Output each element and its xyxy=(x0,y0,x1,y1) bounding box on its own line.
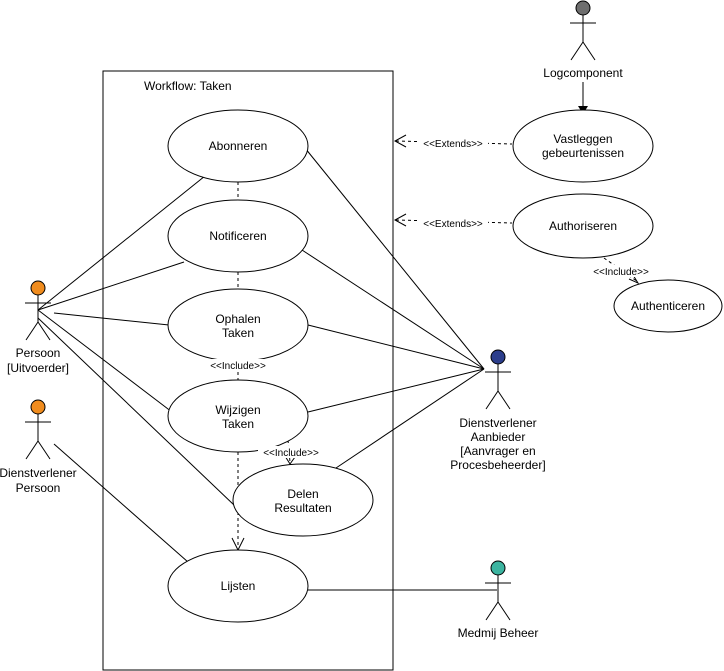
system-title: Workflow: Taken xyxy=(144,79,232,93)
usecase-abonneren: Abonneren xyxy=(167,109,309,183)
assoc-persoon-wijzigen xyxy=(37,309,173,413)
actor-persoon-head xyxy=(30,280,46,296)
actor-aanbieder-label-1: Dienstverlener xyxy=(459,416,536,430)
include-label-bg-wijzigen xyxy=(258,446,324,458)
include-label-bg-auth xyxy=(588,265,654,277)
extends-label-bg-1 xyxy=(418,137,488,149)
usecase-delen-label-2: Resultaten xyxy=(274,501,331,515)
include-label-wijzigen: <<Include>> xyxy=(263,448,319,459)
assoc-persoon-abonneren xyxy=(37,175,206,311)
usecase-delen-label-1: Delen xyxy=(287,487,318,501)
system-boundary xyxy=(102,70,394,671)
usecase-vastleggen: Vastleggen gebeurtenissen xyxy=(512,109,654,183)
actor-aanbieder-head xyxy=(490,349,506,365)
assoc-aanbieder-wijzigen xyxy=(307,368,485,413)
usecase-authoriseren: Authoriseren xyxy=(512,193,654,259)
actor-persoon-label-1: Persoon xyxy=(16,346,61,360)
assoc-aanbieder-delen xyxy=(335,368,485,469)
usecase-authoriseren-label: Authoriseren xyxy=(549,219,617,233)
usecase-ophalen-label-2: Taken xyxy=(222,326,254,340)
assoc-aanbieder-abonneren xyxy=(304,147,485,370)
usecase-notificeren-label: Notificeren xyxy=(209,229,266,243)
usecase-wijzigen-label-1: Wijzigen xyxy=(215,403,260,417)
extends-authoriseren-arrow xyxy=(393,213,407,227)
usecase-vastleggen-label-1: Vastleggen xyxy=(553,132,612,146)
usecase-lijsten-label: Lijsten xyxy=(221,579,256,593)
usecase-lijsten: Lijsten xyxy=(167,549,309,623)
usecase-wijzigen-label-2: Taken xyxy=(222,417,254,431)
usecase-ophalen-label-1: Ophalen xyxy=(215,312,260,326)
link-wijzigen-delen xyxy=(287,439,291,463)
actor-logcomponent-label: Logcomponent xyxy=(543,66,623,80)
actor-medmij-head xyxy=(490,560,506,576)
actor-logcomponent-head xyxy=(575,0,591,16)
usecase-authenticeren: Authenticeren xyxy=(613,279,723,333)
usecase-abonneren-label: Abonneren xyxy=(209,139,268,153)
assoc-dvpersoon-lijsten xyxy=(53,443,189,563)
assoc-persoon-ophalen xyxy=(53,312,170,326)
actor-medmij-beheer: Medmij Beheer xyxy=(458,560,539,640)
include-label-auth: <<Include>> xyxy=(593,267,649,278)
actor-aanbieder-label-4: Procesbeheerder] xyxy=(450,458,545,472)
usecase-ophalen: Ophalen Taken xyxy=(167,288,309,362)
actor-persoon-label-2: [Uitvoerder] xyxy=(7,361,69,375)
usecase-delen: Delen Resultaten xyxy=(232,463,374,537)
extends-label-bg-2 xyxy=(418,217,488,229)
usecase-authenticeren-label: Authenticeren xyxy=(631,299,705,313)
include-label-bg-ophalen xyxy=(205,359,271,371)
actor-dienstverlener-aanbieder: Dienstverlener Aanbieder [Aanvrager en P… xyxy=(450,349,546,472)
actor-dv-persoon-label-1: Dienstverlener xyxy=(0,466,77,480)
arrow-head-delen xyxy=(284,455,296,465)
usecase-wijzigen: Wijzigen Taken xyxy=(167,379,309,453)
extends-vastleggen-line xyxy=(395,140,513,145)
usecase-vastleggen-label-2: gebeurtenissen xyxy=(542,146,624,160)
actor-persoon: Persoon [Uitvoerder] xyxy=(7,280,69,375)
extends-authoriseren-line xyxy=(395,219,513,224)
include-auth-arrow xyxy=(628,274,640,285)
actor-dv-persoon-head xyxy=(30,399,46,415)
extends-vastleggen-arrow xyxy=(393,134,407,148)
actor-medmij-label: Medmij Beheer xyxy=(458,626,539,640)
assoc-persoon-delen xyxy=(37,317,235,506)
actor-dv-persoon-label-2: Persoon xyxy=(16,481,61,495)
actor-aanbieder-label-3: [Aanvrager en xyxy=(460,444,535,458)
extends-label-1: <<Extends>> xyxy=(423,139,483,150)
actor-aanbieder-label-2: Aanbieder xyxy=(471,430,526,444)
usecase-notificeren: Notificeren xyxy=(167,199,309,273)
include-label-ophalen: <<Include>> xyxy=(210,361,266,372)
actor-dienstverlener-persoon: Dienstverlener Persoon xyxy=(0,399,77,495)
actor-logcomponent: Logcomponent xyxy=(543,0,623,80)
assoc-aanbieder-ophalen xyxy=(307,324,485,370)
assoc-aanbieder-notificeren xyxy=(301,249,485,370)
extends-label-2: <<Extends>> xyxy=(423,219,483,230)
assoc-persoon-notificeren xyxy=(37,261,185,311)
